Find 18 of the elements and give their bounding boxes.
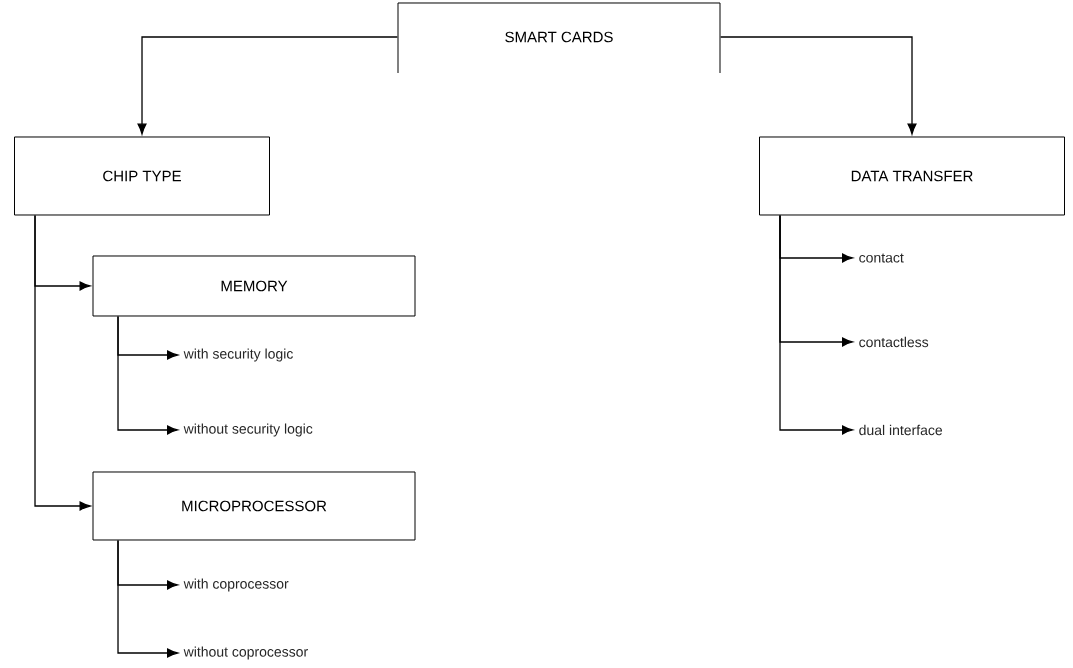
arrow	[34, 214, 91, 511]
arrow	[117, 539, 179, 658]
arrow	[117, 315, 179, 435]
item-label: dual interface	[859, 424, 943, 436]
item-label: without coprocessor	[183, 646, 308, 660]
arrow	[779, 214, 854, 435]
item-label: contact	[859, 253, 904, 263]
heading-box: SMART CARDS	[397, 2, 721, 74]
item-label: without security logic	[183, 423, 313, 437]
arrow	[137, 36, 398, 135]
category-box: DATA TRANSFER	[759, 136, 1065, 216]
item-label: with coprocessor	[183, 578, 289, 592]
item-label: contactless	[859, 336, 929, 348]
category-box: CHIP TYPE	[14, 136, 270, 216]
item-label: with security logic	[183, 348, 293, 362]
category-box: MEMORY	[92, 255, 416, 317]
arrow	[720, 36, 917, 135]
category-box: MICROPROCESSOR	[92, 471, 416, 541]
